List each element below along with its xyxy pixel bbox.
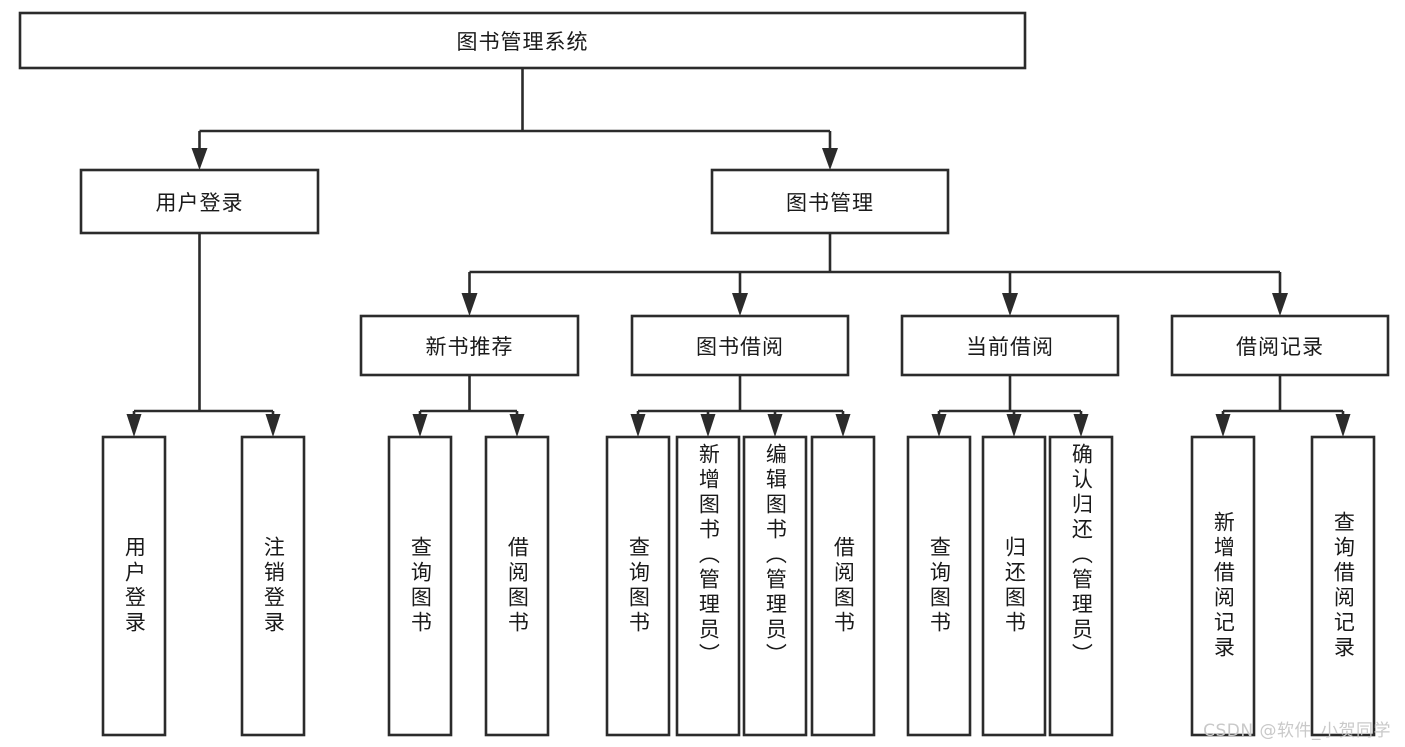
arrow-head-leaf-edit-book [767, 414, 783, 437]
arrow-head-leaf-return-book [1006, 414, 1022, 437]
node-box-book-borrow[interactable] [630, 314, 850, 377]
arrow-head-leaf-add-record [1215, 414, 1231, 437]
arrow-head-leaf-confirm-return [1073, 414, 1089, 437]
node-box-leaf-add-book[interactable] [675, 435, 741, 737]
node-box-leaf-return-book[interactable] [981, 435, 1047, 737]
node-box-leaf-query-record[interactable] [1310, 435, 1376, 737]
arrow-head-current-borrow [1002, 293, 1018, 316]
node-box-leaf-query-book-1[interactable] [387, 435, 453, 737]
node-box-user-login[interactable] [79, 168, 320, 235]
node-box-leaf-query-book-2[interactable] [605, 435, 671, 737]
arrow-head-leaf-user-login [126, 414, 142, 437]
node-box-leaf-edit-book[interactable] [742, 435, 808, 737]
arrow-head-book-borrow [732, 293, 748, 316]
arrow-head-borrow-record [1272, 293, 1288, 316]
node-box-leaf-add-record[interactable] [1190, 435, 1256, 737]
arrow-head-leaf-borrow-book-1 [509, 414, 525, 437]
node-box-leaf-borrow-book-2[interactable] [810, 435, 876, 737]
connector-layer [126, 68, 1351, 437]
node-box-root[interactable] [18, 11, 1027, 70]
node-box-leaf-confirm-return[interactable] [1048, 435, 1114, 737]
node-box-current-borrow[interactable] [900, 314, 1120, 377]
arrow-head-leaf-borrow-book-2 [835, 414, 851, 437]
node-box-leaf-query-book-3[interactable] [906, 435, 972, 737]
node-box-new-book-recommend[interactable] [359, 314, 580, 377]
arrow-head-book-manage [822, 148, 838, 170]
arrow-head-leaf-query-book-2 [630, 414, 646, 437]
arrow-head-leaf-query-record [1335, 414, 1351, 437]
arrow-head-leaf-query-book-1 [412, 414, 428, 437]
node-box-leaf-logout[interactable] [240, 435, 306, 737]
arrow-head-leaf-query-book-3 [931, 414, 947, 437]
node-box-book-manage[interactable] [710, 168, 950, 235]
node-box-leaf-borrow-book-1[interactable] [484, 435, 550, 737]
node-layer [18, 11, 1390, 737]
arrow-head-new-book-recommend [461, 293, 478, 316]
node-box-borrow-record[interactable] [1170, 314, 1390, 377]
node-box-leaf-user-login[interactable] [101, 435, 167, 737]
arrow-head-leaf-logout [265, 414, 281, 437]
arrow-head-user-login [191, 148, 208, 170]
arrow-head-leaf-add-book [700, 414, 716, 437]
